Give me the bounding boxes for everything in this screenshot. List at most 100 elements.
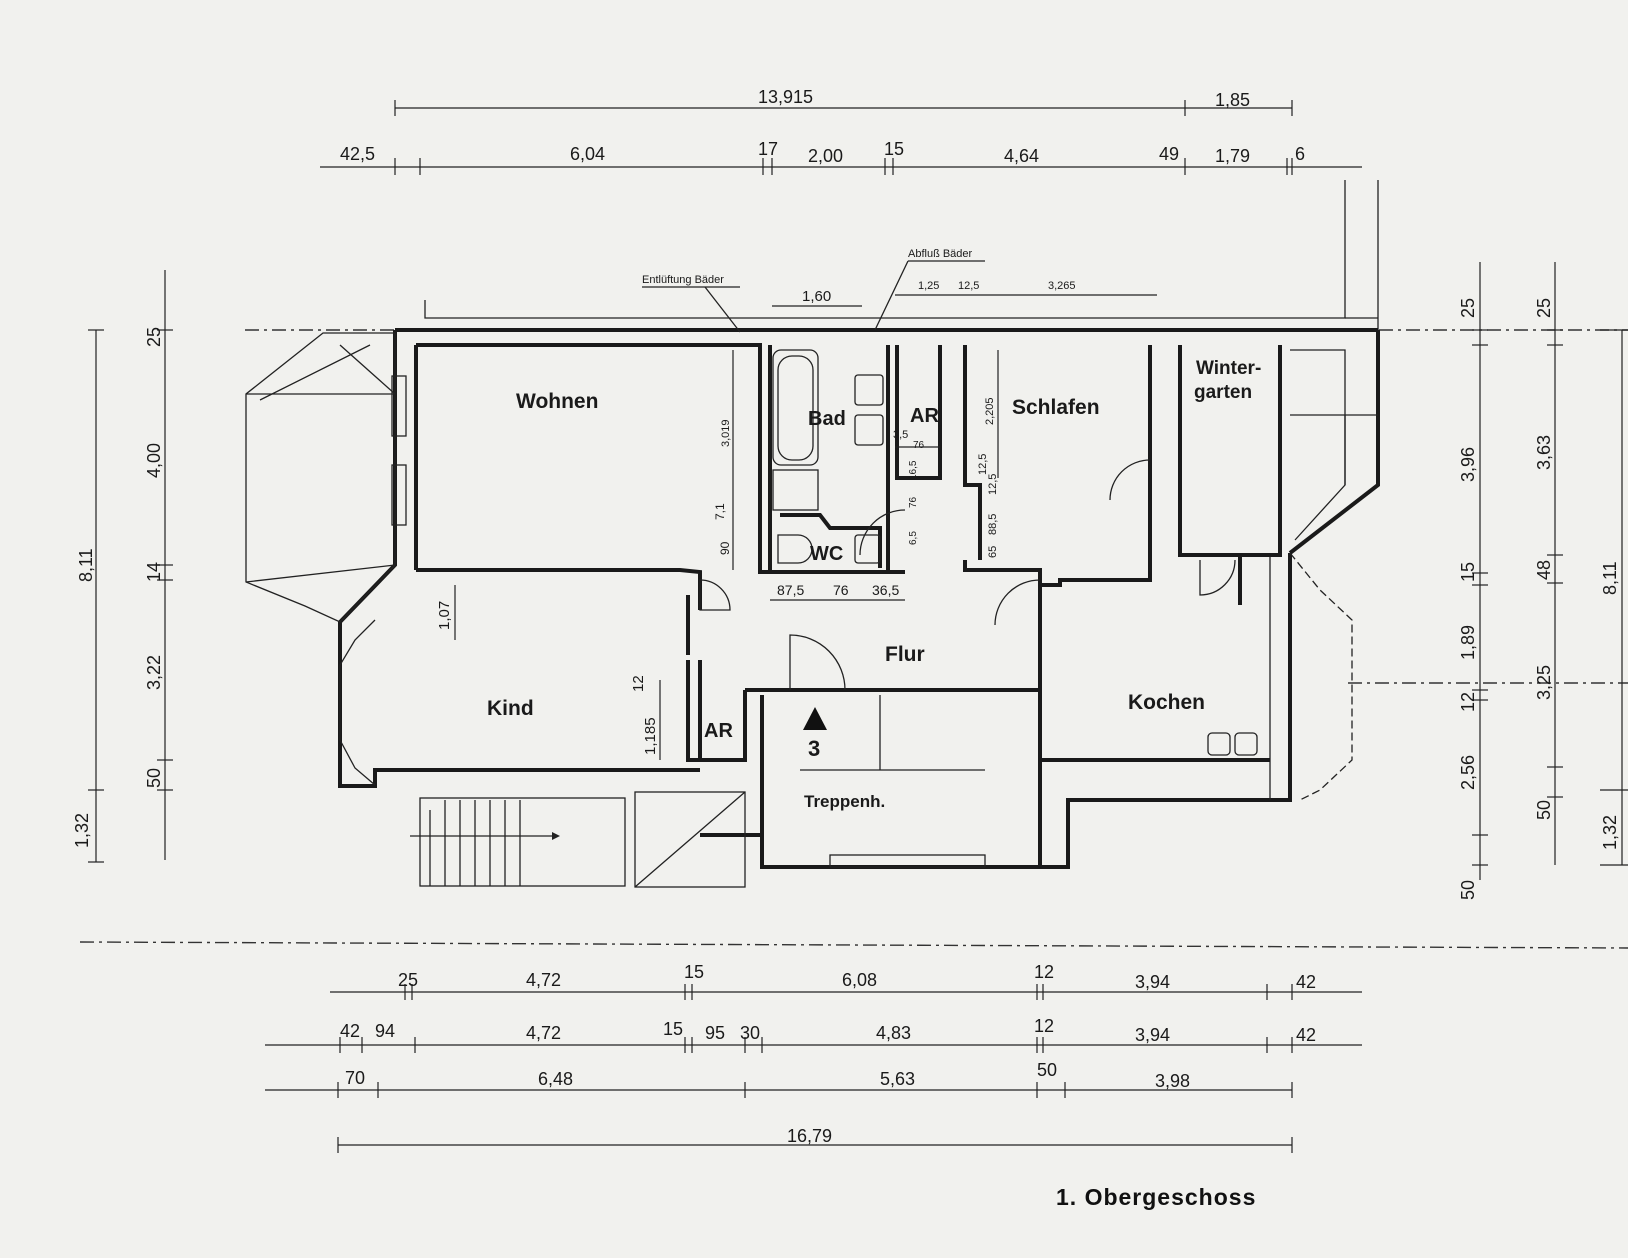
stair-arrow-icon (803, 707, 827, 730)
bay-window-left (245, 332, 407, 623)
dim-bottom-r3-1: 70 (345, 1068, 365, 1088)
dim-s125b: 12,5 (987, 474, 999, 495)
dim-top-1: 42,5 (340, 144, 375, 164)
room-label-ar-top: AR (910, 405, 939, 427)
dim-left-14: 14 (144, 562, 164, 582)
dim-left-322: 3,22 (144, 655, 164, 690)
dim-bottom-r2-9: 3,94 (1135, 1025, 1170, 1045)
bath-fixtures (772, 349, 1258, 756)
boundary-walls (424, 180, 1379, 330)
dim-a2: 12,5 (958, 280, 979, 292)
dimensions-bottom (265, 984, 1362, 1153)
dim-bottom-r2-2: 94 (375, 1021, 395, 1041)
dim-bottom-r3-2: 6,48 (538, 1069, 573, 1089)
axis-lines (79, 329, 1628, 949)
room-label-wohnen: Wohnen (516, 390, 598, 413)
dim-bottom-r2-8: 12 (1034, 1016, 1054, 1036)
dim-bottom-r1-5: 12 (1034, 962, 1054, 982)
dim-bottom-r1-2: 4,72 (526, 970, 561, 990)
dim-right-b48: 48 (1534, 560, 1554, 580)
dimensions-top (320, 100, 1362, 175)
dim-c35: 3,5 (893, 429, 908, 441)
dim-bottom-r3-5: 3,98 (1155, 1071, 1190, 1091)
staircase (410, 695, 986, 888)
dim-bottom-r2-6: 30 (740, 1023, 760, 1043)
dim-right-c811: 8,11 (1600, 561, 1620, 595)
dim-bottom-r2-10: 42 (1296, 1025, 1316, 1045)
dim-s2205: 2,205 (984, 397, 996, 425)
bay-window-kind (339, 619, 376, 786)
dim-right-a12: 12 (1458, 692, 1478, 712)
dim-a3: 3,265 (1048, 280, 1076, 292)
plan-title: 1. Obergeschoss (1056, 1184, 1256, 1210)
dim-right-c132: 1,32 (1600, 815, 1620, 850)
dim-f875: 87,5 (777, 582, 804, 598)
dim-left-132: 1,32 (72, 813, 92, 848)
dim-bottom-r1-4: 6,08 (842, 970, 877, 990)
dim-c165: 16,5 (908, 460, 919, 480)
wintergarten-glazing (1290, 349, 1378, 541)
dim-right-a50: 50 (1458, 880, 1478, 900)
dim-bottom-r1-6: 3,94 (1135, 972, 1170, 992)
dim-bottom-r1-1: 25 (398, 970, 418, 990)
dim-top-2: 6,04 (570, 144, 605, 164)
room-label-ar-bottom: AR (704, 720, 733, 742)
dim-right-a15: 15 (1458, 562, 1478, 582)
exterior-walls (338, 328, 1380, 869)
room-label-kind: Kind (487, 697, 534, 720)
dim-top-5: 15 (884, 139, 904, 159)
dimensions-left (88, 270, 173, 863)
dim-w71: 7,1 (713, 503, 727, 520)
dim-left-400: 4,00 (144, 443, 164, 478)
room-label-bad: Bad (808, 408, 846, 430)
room-label-treppenhaus: Treppenh. (804, 792, 885, 811)
dimensions-inner (454, 294, 1157, 760)
dim-bottom-r2-1: 42 (340, 1021, 360, 1041)
dim-right-b363: 3,63 (1534, 435, 1554, 470)
dim-bottom-r3-3: 5,63 (880, 1069, 915, 1089)
dim-c76b: 76 (908, 496, 919, 508)
dim-bottom-r2-7: 4,83 (876, 1023, 911, 1043)
dim-s125: 12,5 (977, 454, 989, 475)
dim-f76: 76 (833, 582, 849, 598)
dim-k1185: 1,185 (642, 717, 659, 755)
dim-s885: 88,5 (987, 514, 999, 535)
door-swings (699, 459, 1236, 691)
note-entlueftung: Entlüftung Bäder (642, 274, 724, 286)
dim-bottom-r2-3: 4,72 (526, 1023, 561, 1043)
note-abfluss: Abfluß Bäder (908, 248, 973, 260)
room-label-kochen: Kochen (1128, 691, 1205, 714)
dim-top-8: 1,79 (1215, 146, 1250, 166)
dim-s65: 65 (987, 546, 999, 558)
dim-right-b50: 50 (1534, 800, 1554, 820)
dim-bottom-r3-4: 50 (1037, 1060, 1057, 1080)
dimensions-right (1472, 262, 1628, 880)
dim-bottom-r2-5: 95 (705, 1023, 725, 1043)
dim-bottom-r1-7: 42 (1296, 972, 1316, 992)
dim-k12: 12 (630, 675, 647, 692)
dim-top-right: 1,85 (1215, 90, 1250, 110)
dim-a1: 1,25 (918, 280, 939, 292)
dim-top-overall: 13,915 (758, 87, 813, 107)
dim-bad-width: 1,60 (802, 288, 831, 305)
room-label-wc: WC (810, 543, 843, 565)
dim-top-7: 49 (1159, 144, 1179, 164)
dim-bottom-r1-3: 15 (684, 962, 704, 982)
dim-right-a189: 1,89 (1458, 625, 1478, 660)
dim-top-6: 4,64 (1004, 146, 1039, 166)
room-label-schlafen: Schlafen (1012, 396, 1100, 419)
dim-bottom-overall: 16,79 (787, 1126, 832, 1146)
interior-walls (416, 343, 1282, 762)
dim-left-50: 50 (144, 768, 164, 788)
bay-window-kochen (1269, 552, 1353, 801)
dim-c76: 76 (913, 440, 925, 451)
dim-left-overall: 8,11 (76, 548, 96, 582)
room-label-wintergarten-1: Winter- (1196, 358, 1261, 379)
dim-c65: 6,5 (908, 531, 919, 545)
dim-w90: 90 (718, 541, 732, 555)
dim-top-9: 6 (1295, 144, 1305, 164)
dim-right-a396: 3,96 (1458, 447, 1478, 482)
dim-bottom-r2-4: 15 (663, 1019, 683, 1039)
dim-left-25: 25 (144, 327, 164, 347)
